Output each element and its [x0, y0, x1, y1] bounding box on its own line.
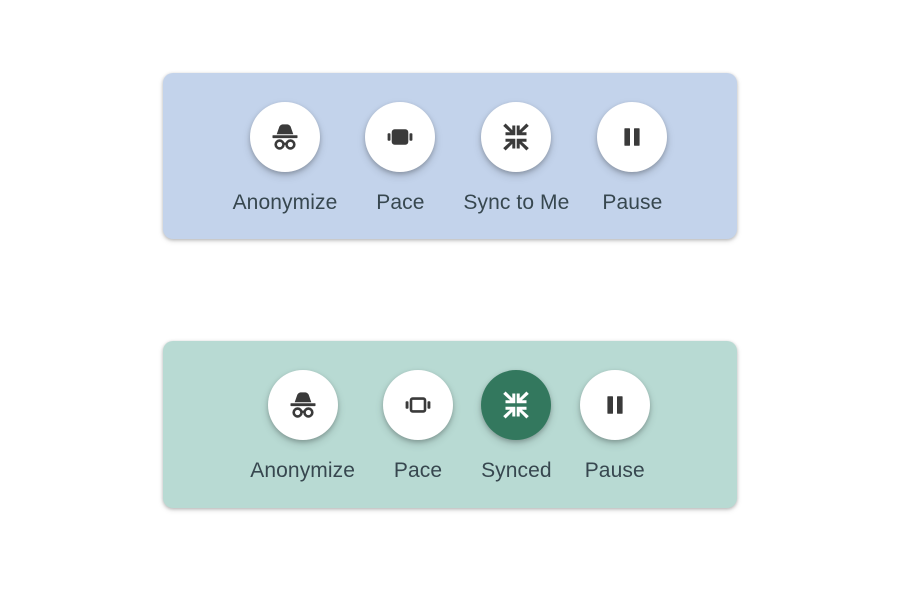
- button-label: Pause: [602, 191, 663, 214]
- button-label: Synced: [481, 459, 552, 482]
- pace-button-circle[interactable]: [383, 370, 454, 440]
- button-pace[interactable]: Pace: [365, 102, 436, 215]
- button-label: Pace: [376, 191, 425, 214]
- incognito-icon: [290, 392, 316, 418]
- anonymize-button-circle[interactable]: [249, 102, 320, 172]
- button-pace[interactable]: Pace: [383, 370, 454, 483]
- button-label: Pause: [584, 459, 645, 482]
- button-label: Anonymize: [232, 191, 338, 214]
- button-pause[interactable]: Pause: [597, 102, 668, 215]
- button-synced[interactable]: Synced: [481, 370, 552, 483]
- button-anonymize[interactable]: Anonymize: [250, 370, 355, 483]
- vibration-icon: [387, 129, 413, 145]
- button-label: Anonymize: [250, 459, 356, 482]
- button-sync-to-me[interactable]: Sync to Me: [463, 102, 569, 215]
- controls-panel-default: Anonymize Pace: [163, 73, 737, 239]
- control-button-row: Anonymize Pace: [163, 341, 737, 508]
- control-button-row: Anonymize Pace: [163, 73, 737, 239]
- button-label: Sync to Me: [463, 191, 570, 214]
- pause-button-circle[interactable]: [597, 102, 668, 172]
- compress-icon: [503, 123, 530, 151]
- button-anonymize[interactable]: Anonymize: [233, 102, 338, 215]
- button-pause[interactable]: Pause: [579, 370, 650, 483]
- sync-button-circle[interactable]: [481, 102, 552, 172]
- pause-button-circle[interactable]: [579, 370, 650, 440]
- anonymize-button-circle[interactable]: [267, 370, 338, 440]
- button-label: Pace: [393, 459, 443, 482]
- controls-panel-synced: Anonymize Pace: [163, 341, 737, 508]
- pause-icon: [607, 396, 623, 414]
- incognito-icon: [272, 124, 298, 150]
- pause-icon: [624, 128, 641, 146]
- pace-button-circle[interactable]: [365, 102, 436, 172]
- vibration-icon: [405, 397, 431, 413]
- compress-icon: [503, 391, 530, 419]
- sync-button-circle-active[interactable]: [481, 370, 552, 440]
